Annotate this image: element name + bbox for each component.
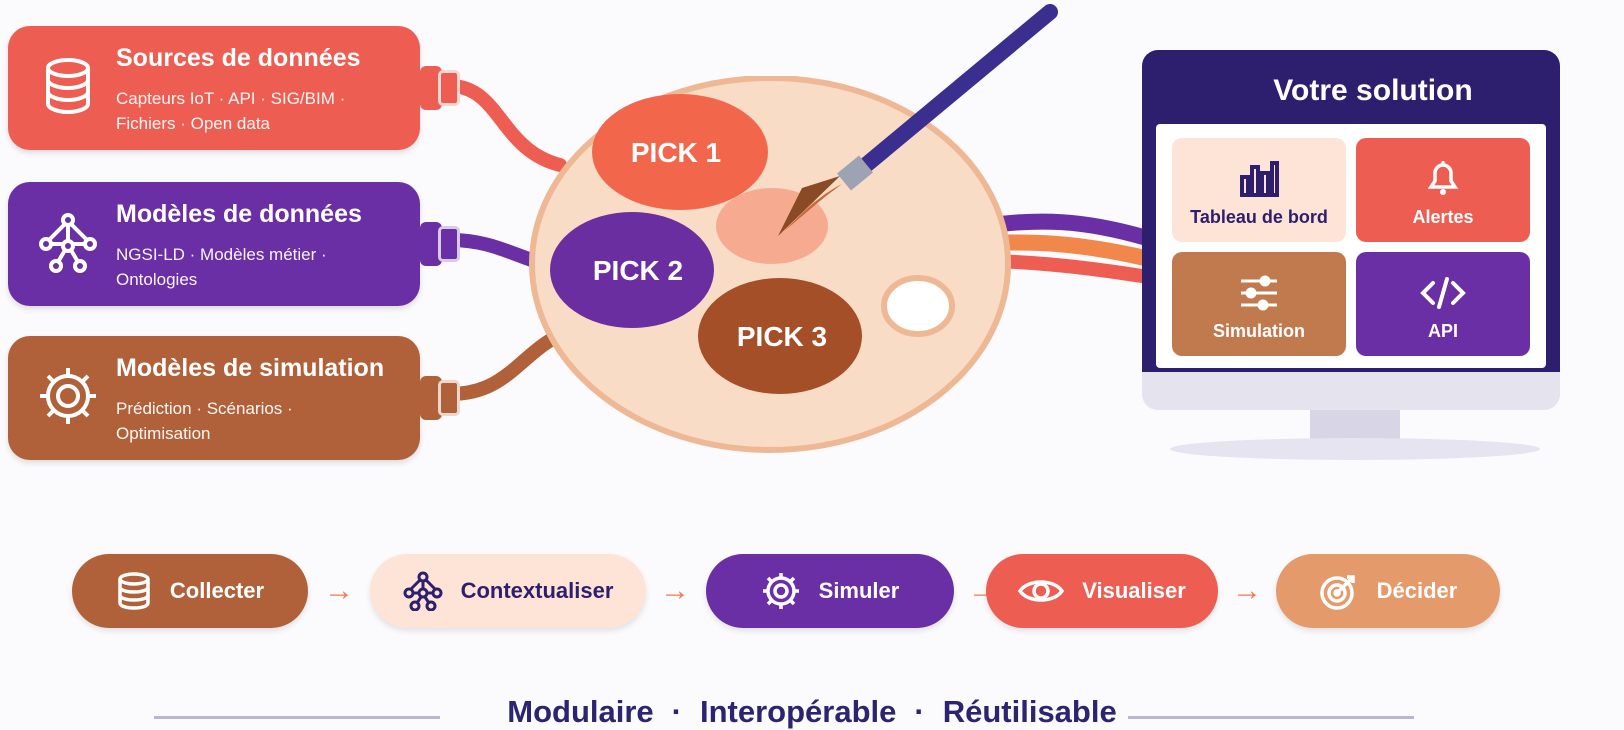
- tagline: Modulaire · Interopérable · Réutilisable: [0, 694, 1624, 730]
- sliders-icon: [1241, 275, 1277, 311]
- pick-label: PICK 3: [737, 321, 827, 352]
- tile-dashboard[interactable]: Tableau de bord: [1172, 138, 1346, 242]
- source-title: Modèles de simulation: [116, 354, 385, 382]
- tile-alerts[interactable]: Alertes: [1356, 138, 1530, 242]
- separator-dot: ·: [671, 694, 682, 729]
- network-icon: [403, 571, 443, 611]
- tile-label: Alertes: [1412, 207, 1474, 227]
- step-label: Décider: [1376, 578, 1458, 603]
- step-decider[interactable]: Décider: [1276, 554, 1500, 628]
- plug-connector: [420, 376, 460, 420]
- step-label: Simuler: [818, 578, 900, 603]
- plug-connector: [420, 222, 460, 266]
- arrow-right-icon: →: [324, 574, 354, 607]
- divider-line: [1128, 716, 1414, 719]
- source-desc: Prédiction · Scénarios · Optimisation: [116, 399, 293, 443]
- arrow-right-icon: →: [660, 574, 690, 607]
- source-desc: Capteurs IoT · API · SIG/BIM · Fichiers …: [116, 89, 346, 133]
- gear-icon: [40, 368, 96, 424]
- bar-chart-icon: [1240, 161, 1279, 197]
- eye-icon: [1018, 580, 1065, 602]
- palette-thumb-hole: [881, 275, 955, 337]
- source-card-data-models: Modèles de données NGSI-LD · Modèles mét…: [8, 182, 460, 306]
- solution-title: Votre solution: [1273, 74, 1473, 107]
- pick-label: PICK 2: [593, 255, 683, 286]
- database-icon: [46, 58, 90, 115]
- paint-palette: PICK 1 PICK 2 PICK 3: [529, 76, 1011, 453]
- tile-api[interactable]: API: [1356, 252, 1530, 356]
- step-collecter[interactable]: Collecter: [72, 554, 308, 628]
- pick-blob-1: [592, 94, 768, 210]
- monitor-base: [1170, 438, 1540, 460]
- tile-label: API: [1427, 321, 1458, 341]
- database-icon: [118, 572, 150, 610]
- network-icon: [39, 213, 97, 273]
- source-title: Sources de données: [116, 44, 361, 72]
- source-card-data-sources: Sources de données Capteurs IoT · API · …: [8, 26, 460, 150]
- step-simuler[interactable]: Simuler: [706, 554, 954, 628]
- tile-label: Simulation: [1212, 321, 1305, 341]
- tile-simulation[interactable]: Simulation: [1172, 252, 1346, 356]
- step-label: Visualiser: [1082, 578, 1186, 603]
- bell-icon: [1427, 161, 1459, 195]
- code-icon: [1420, 277, 1466, 309]
- monitor-chin: [1142, 372, 1560, 410]
- target-icon: [1319, 575, 1355, 610]
- separator-dot: ·: [914, 694, 925, 729]
- step-contextualiser[interactable]: Contextualiser: [370, 554, 646, 628]
- paintbrush-icon: [778, 4, 1058, 236]
- arrow-right-icon: →: [1232, 574, 1262, 607]
- pick-label: PICK 1: [631, 137, 721, 168]
- gear-icon: [762, 573, 799, 609]
- step-label: Contextualiser: [460, 578, 614, 603]
- step-label: Collecter: [169, 578, 265, 603]
- tile-label: Tableau de bord: [1190, 207, 1328, 227]
- pick-blob-3: [698, 278, 862, 394]
- tagline-word: Modulaire: [507, 694, 654, 729]
- tagline-word: Interopérable: [700, 694, 897, 729]
- pick-blob-2: [550, 212, 714, 328]
- divider-line: [154, 716, 440, 719]
- tagline-word: Réutilisable: [942, 694, 1117, 729]
- source-card-simulation-models: Modèles de simulation Prédiction · Scéna…: [8, 336, 460, 460]
- plug-connector: [420, 66, 460, 110]
- source-title: Modèles de données: [116, 200, 362, 228]
- source-desc: NGSI-LD · Modèles métier · Ontologies: [116, 245, 327, 289]
- step-visualiser[interactable]: Visualiser: [986, 554, 1218, 628]
